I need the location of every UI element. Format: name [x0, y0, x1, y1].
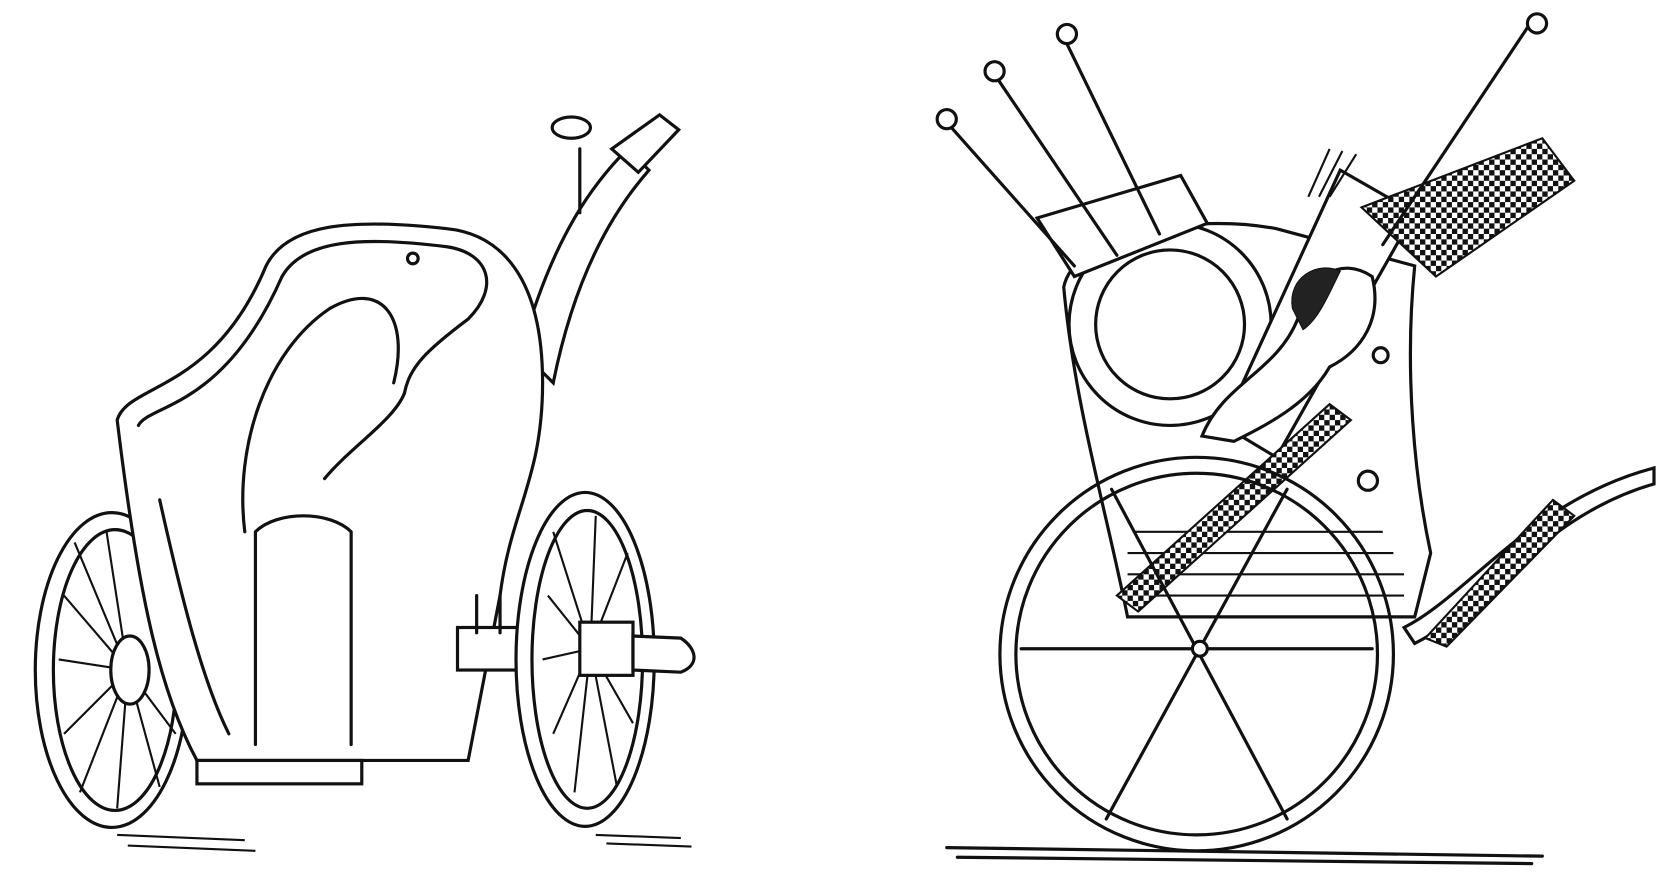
- left-chariot: [33, 112, 696, 852]
- right-chariot-wheel: [998, 455, 1396, 853]
- left-chariot-axle: [455, 593, 523, 672]
- left-chariot-near-wheel: [514, 490, 696, 828]
- right-chariot-pole: [1401, 465, 1656, 648]
- left-chariot-pole: [519, 112, 682, 387]
- right-chariot: [935, 12, 1656, 866]
- right-chariot-ground-lines: [945, 846, 1544, 866]
- left-chariot-body: [115, 222, 545, 786]
- right-chariot-lion: [1199, 266, 1377, 444]
- left-chariot-ground-shadow: [117, 833, 692, 852]
